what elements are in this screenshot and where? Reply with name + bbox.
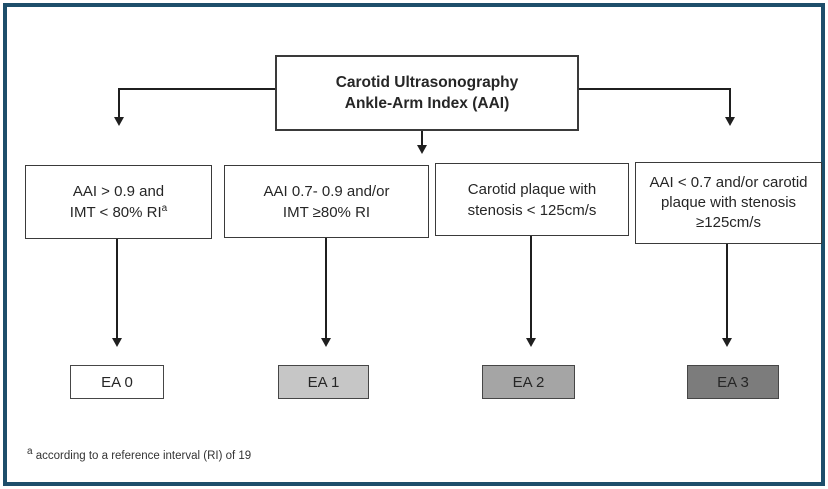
outcome-node-ea2: EA 2 bbox=[482, 365, 575, 399]
arrow-ea0-line bbox=[116, 239, 118, 339]
arrowhead-ea3-icon bbox=[722, 338, 732, 347]
condition-text-line: IMT < 80% RIa bbox=[69, 203, 168, 222]
condition-node-aai-gt-09: AAI > 0.9 and IMT < 80% RIa bbox=[25, 165, 212, 239]
footnote-text: according to a reference interval (RI) o… bbox=[32, 450, 252, 462]
arrowhead-ea1-icon bbox=[321, 338, 331, 347]
condition-text-line: Carotid plaque with bbox=[467, 180, 597, 198]
condition-node-aai-07-09: AAI 0.7- 0.9 and/or IMT ≥80% RI bbox=[224, 165, 429, 238]
connector-left-horizontal bbox=[119, 88, 275, 90]
outcome-node-ea1: EA 1 bbox=[278, 365, 369, 399]
condition-text-line: plaque with stenosis bbox=[660, 194, 797, 211]
arrow-ea1-line bbox=[325, 238, 327, 339]
condition-text-line: AAI 0.7- 0.9 and/or bbox=[263, 182, 390, 200]
root-node-title-line2: Ankle-Arm Index (AAI) bbox=[344, 95, 510, 112]
connector-right-horizontal bbox=[579, 88, 731, 90]
root-node-title-line1: Carotid Ultrasonography bbox=[335, 74, 519, 91]
condition-text-line: stenosis < 125cm/s bbox=[467, 201, 597, 219]
footnote: a according to a reference interval (RI)… bbox=[27, 447, 252, 462]
condition-text-line: IMT ≥80% RI bbox=[282, 203, 371, 221]
arrow-ea2-line bbox=[530, 236, 532, 339]
arrowhead-right-icon bbox=[725, 117, 735, 126]
condition-node-plaque-stenosis-lt-125: Carotid plaque with stenosis < 125cm/s bbox=[435, 163, 629, 236]
connector-left-vertical bbox=[118, 88, 120, 118]
footnote-marker: a bbox=[27, 446, 33, 458]
connector-center-vertical bbox=[421, 131, 423, 146]
root-node-carotid-ultrasonography: Carotid Ultrasonography Ankle-Arm Index … bbox=[275, 55, 579, 131]
connector-right-vertical bbox=[729, 88, 731, 118]
outcome-node-ea3: EA 3 bbox=[687, 365, 779, 399]
outcome-node-ea0: EA 0 bbox=[70, 365, 164, 399]
condition-text-line: AAI > 0.9 and bbox=[72, 183, 165, 200]
arrowhead-ea0-icon bbox=[112, 338, 122, 347]
condition-text-line: AAI < 0.7 and/or carotid bbox=[649, 174, 808, 191]
arrow-ea3-line bbox=[726, 244, 728, 339]
condition-node-aai-lt-07: AAI < 0.7 and/or carotid plaque with ste… bbox=[635, 162, 822, 244]
arrowhead-left-icon bbox=[114, 117, 124, 126]
figure-border-frame: Carotid Ultrasonography Ankle-Arm Index … bbox=[3, 3, 825, 486]
condition-text-line: ≥125cm/s bbox=[696, 214, 761, 231]
footnote-marker: a bbox=[161, 203, 168, 214]
arrowhead-center-icon bbox=[417, 145, 427, 154]
arrowhead-ea2-icon bbox=[526, 338, 536, 347]
